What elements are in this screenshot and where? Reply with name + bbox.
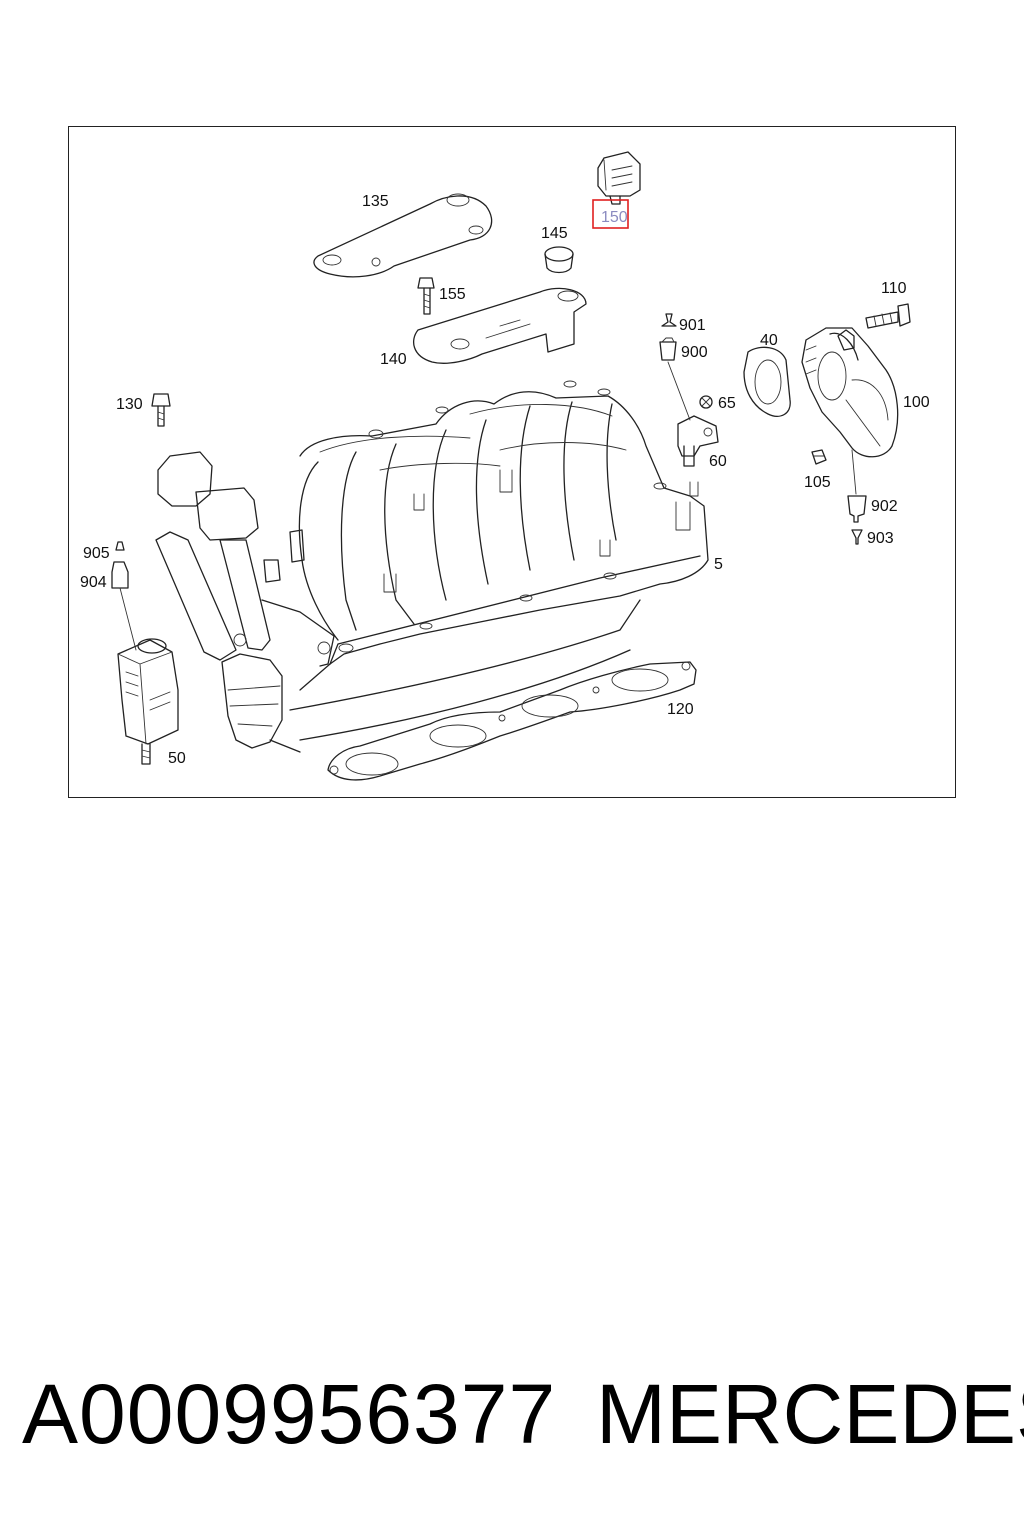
callout-40: 40 (760, 332, 778, 349)
callout-902: 902 (871, 498, 898, 515)
part-120-gasket-drawing (327, 661, 697, 781)
callout-5: 5 (714, 556, 723, 573)
callout-60: 60 (709, 453, 727, 470)
part-140-bracket-drawing (412, 287, 587, 364)
callout-904: 904 (80, 574, 107, 591)
part-155-bolt-drawing (417, 277, 435, 315)
callout-901: 901 (679, 317, 706, 334)
callout-100: 100 (903, 394, 930, 411)
part-100-throttle-body-drawing (801, 327, 899, 458)
highlight-box-150 (592, 199, 629, 229)
callout-105: 105 (804, 474, 831, 491)
part-900-901-drawing (659, 313, 691, 421)
callout-905: 905 (83, 545, 110, 562)
part-number: A0009956377 (22, 1367, 557, 1461)
part-110-bolt-drawing (865, 303, 911, 329)
callout-145: 145 (541, 225, 568, 242)
part-135-plate-drawing (313, 193, 493, 278)
part-145-cap-drawing (544, 246, 574, 274)
callout-50: 50 (168, 750, 186, 767)
part-65-screw-drawing (699, 395, 713, 409)
callout-150: 150 (601, 209, 628, 226)
part-150-connector-drawing (597, 151, 641, 205)
callout-900: 900 (681, 344, 708, 361)
part-5-intake-manifold-drawing (155, 380, 709, 753)
callout-110: 110 (881, 280, 907, 297)
part-40-gasket-drawing (743, 346, 791, 417)
callout-140: 140 (380, 351, 407, 368)
part-130-bolt-drawing (151, 393, 171, 427)
callout-130: 130 (116, 396, 143, 413)
diagram-frame (68, 126, 956, 798)
part-105-clip-drawing (811, 449, 827, 465)
callout-135: 135 (362, 193, 389, 210)
callout-903: 903 (867, 530, 894, 547)
part-902-903-drawing (847, 449, 867, 545)
part-904-905-drawing (111, 541, 137, 651)
callout-120: 120 (667, 701, 694, 718)
callout-155: 155 (439, 286, 466, 303)
callout-65: 65 (718, 395, 736, 412)
part-60-sensor-drawing (677, 415, 719, 467)
brand-name: MERCEDES (596, 1367, 1024, 1461)
part-50-solenoid-drawing (117, 638, 179, 765)
